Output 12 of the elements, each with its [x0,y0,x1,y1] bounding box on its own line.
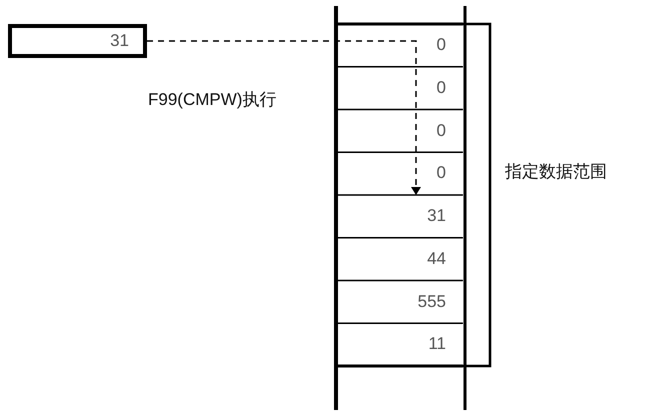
range-label: 指定数据范围 [505,161,607,183]
memory-cell: 0 [426,152,462,195]
memory-cell: 0 [426,24,462,67]
memory-cell: 0 [426,66,462,110]
memory-cell: 11 [404,323,462,366]
operation-label: F99(CMPW)执行 [148,89,276,111]
memory-cell: 31 [404,195,462,238]
memory-cell: 0 [426,110,462,152]
arrow [147,40,421,195]
memory-cell: 555 [404,280,462,324]
value-box: 31 [8,24,147,58]
memory-cell: 44 [404,238,462,280]
